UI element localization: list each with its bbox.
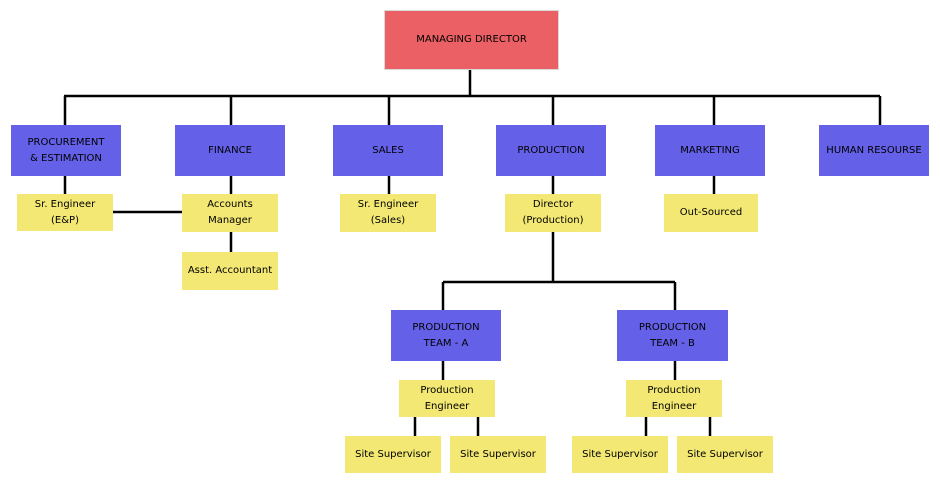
human-resource-label: HUMAN RESOURSE <box>826 144 922 156</box>
team-b-engineer-box: Production Engineer <box>626 380 722 417</box>
team-a-line1: PRODUCTION <box>412 321 480 333</box>
team-a-site-supervisor-1-label: Site Supervisor <box>355 448 431 460</box>
team-a-engineer-line2: Engineer <box>424 400 470 412</box>
sr-engineer-sales-line1: Sr. Engineer <box>357 199 419 210</box>
out-sourced-box: Out-Sourced <box>664 194 758 232</box>
team-a-engineer-line1: Production <box>420 384 474 396</box>
managing-director-label: MANAGING DIRECTOR <box>416 34 527 45</box>
procurement-label-line1: PROCUREMENT <box>27 136 105 148</box>
accounts-manager-box: Accounts Manager <box>182 194 278 232</box>
team-b-site-supervisor-2: Site Supervisor <box>677 436 773 473</box>
production-label: PRODUCTION <box>517 144 585 156</box>
accounts-manager-line2: Manager <box>208 215 252 226</box>
sales-label: SALES <box>372 144 404 156</box>
sr-engineer-ep-box: Sr. Engineer (E&P) <box>17 194 113 231</box>
human-resource-box: HUMAN RESOURSE <box>819 125 929 176</box>
team-b-engineer-line2: Engineer <box>651 400 697 412</box>
asst-accountant-label: Asst. Accountant <box>187 265 273 276</box>
team-b-line1: PRODUCTION <box>638 321 707 333</box>
production-team-b-box: PRODUCTION TEAM - B <box>617 310 728 361</box>
finance-box: FINANCE <box>175 125 285 176</box>
procurement-label-line2: & ESTIMATION <box>30 152 102 164</box>
marketing-label: MARKETING <box>680 144 740 156</box>
production-box: PRODUCTION <box>496 125 606 176</box>
director-production-line2: (Production) <box>522 215 584 226</box>
team-a-site-supervisor-2-label: Site Supervisor <box>460 448 536 460</box>
team-a-engineer-box: Production Engineer <box>399 380 495 417</box>
managing-director-box: MANAGING DIRECTOR <box>384 10 559 70</box>
marketing-box: MARKETING <box>655 125 765 176</box>
sr-engineer-sales-box: Sr. Engineer (Sales) <box>340 194 436 232</box>
procurement-box: PROCUREMENT & ESTIMATION <box>11 125 121 176</box>
team-b-site-supervisor-2-label: Site Supervisor <box>687 448 763 460</box>
sr-engineer-sales-line2: (Sales) <box>370 215 406 226</box>
sr-engineer-ep-label: Sr. Engineer (E&P) <box>34 198 96 226</box>
director-production-box: Director (Production) <box>505 194 601 232</box>
team-b-line2: TEAM - B <box>650 337 695 349</box>
team-b-site-supervisor-1: Site Supervisor <box>572 436 668 473</box>
team-b-engineer-line1: Production <box>647 384 701 396</box>
director-production-line1: Director <box>532 199 574 210</box>
accounts-manager-line1: Accounts <box>207 199 253 210</box>
team-b-site-supervisor-1-label: Site Supervisor <box>582 448 658 460</box>
team-a-site-supervisor-1: Site Supervisor <box>345 436 441 473</box>
sales-box: SALES <box>333 125 443 176</box>
out-sourced-label: Out-Sourced <box>679 207 743 218</box>
production-team-a-box: PRODUCTION TEAM - A <box>391 310 501 361</box>
team-a-line2: TEAM - A <box>423 337 469 349</box>
asst-accountant-box: Asst. Accountant <box>182 252 278 290</box>
team-a-site-supervisor-2: Site Supervisor <box>450 436 546 473</box>
finance-label: FINANCE <box>208 144 252 156</box>
